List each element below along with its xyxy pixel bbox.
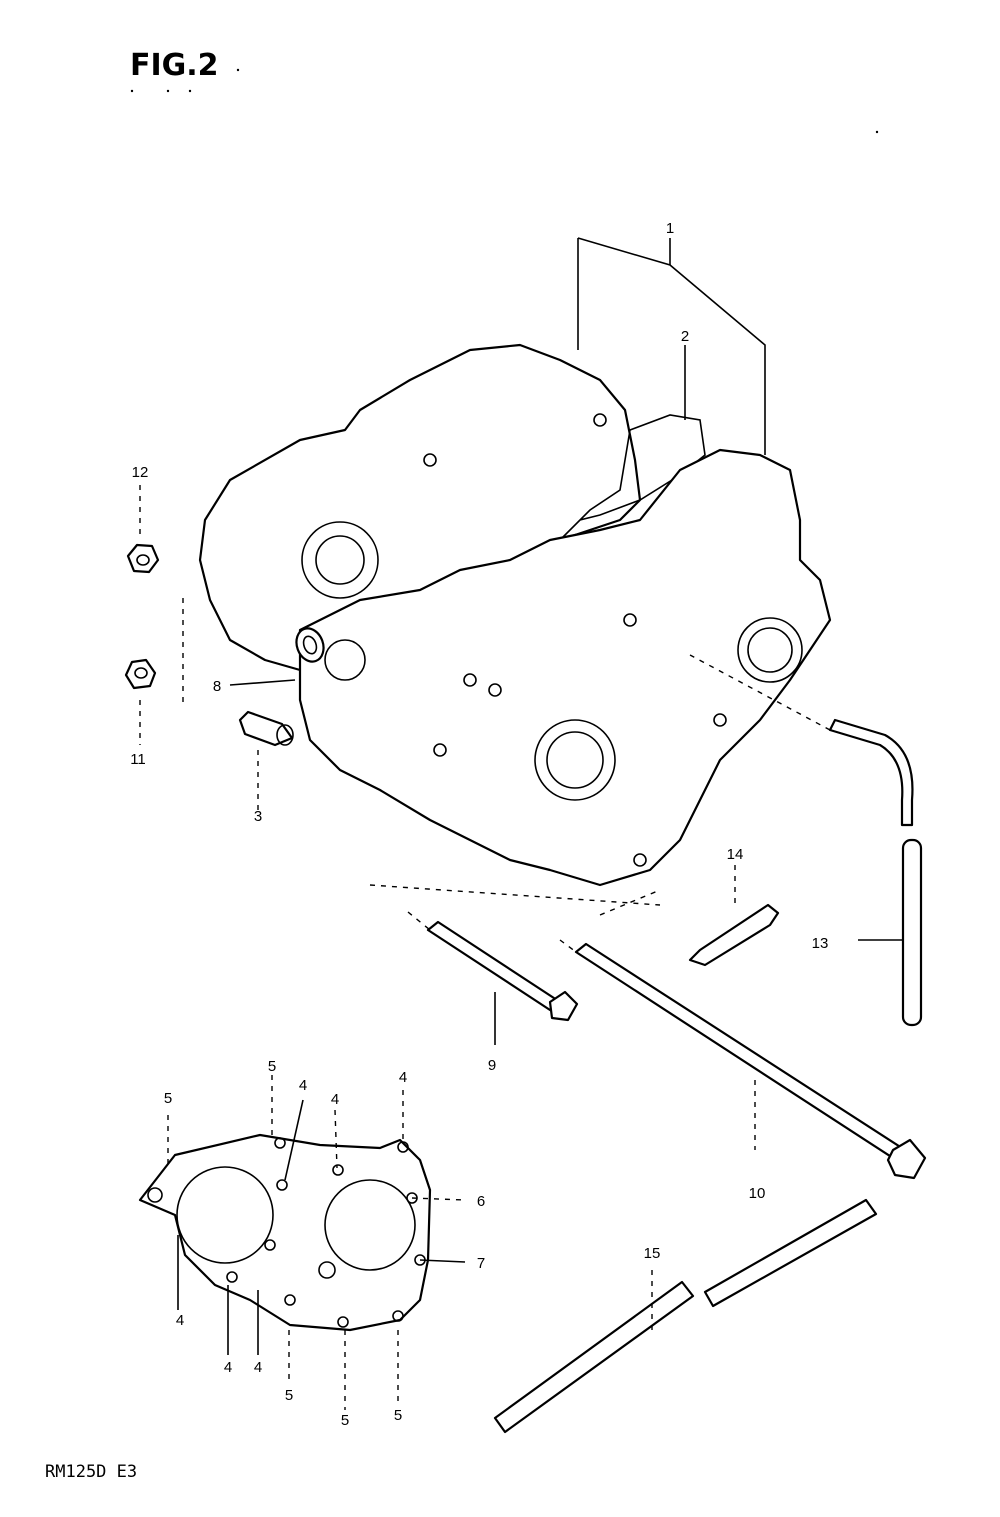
title-dots xyxy=(130,68,879,134)
nut-12 xyxy=(126,543,160,574)
cover-dome-left xyxy=(176,1166,274,1264)
callout-7: 7 xyxy=(477,1255,485,1272)
leader-lines xyxy=(139,237,903,1410)
dowel-pin xyxy=(688,903,780,967)
callout-4-bottom-b: 4 xyxy=(224,1359,232,1376)
callout-13: 13 xyxy=(812,935,829,952)
callout-10: 10 xyxy=(749,1185,766,1202)
bearing-boss-rear xyxy=(737,617,803,683)
callout-4-top-c: 4 xyxy=(399,1069,407,1086)
callout-3: 3 xyxy=(254,808,262,825)
callout-12: 12 xyxy=(132,464,149,481)
crankcase-assembly xyxy=(198,343,832,887)
callout-5-d: 5 xyxy=(341,1412,349,1429)
bush xyxy=(238,710,294,747)
callout-9: 9 xyxy=(488,1057,496,1074)
bolt-long xyxy=(574,942,927,1180)
callout-4-bottom-a: 4 xyxy=(176,1312,184,1329)
callout-6: 6 xyxy=(477,1193,485,1210)
cover-dome-right xyxy=(324,1179,416,1271)
pipe xyxy=(493,1198,878,1434)
oil-seal xyxy=(295,627,325,663)
callout-11: 11 xyxy=(130,751,146,768)
crankcase-right-half xyxy=(298,448,832,887)
figure-title: FIG.2 xyxy=(130,48,219,83)
callout-5-a: 5 xyxy=(164,1090,172,1107)
nut-11 xyxy=(124,658,157,690)
callout-5-e: 5 xyxy=(394,1407,402,1424)
callout-4-bottom-c: 4 xyxy=(254,1359,262,1376)
bolt-short xyxy=(426,920,579,1022)
callout-15: 15 xyxy=(644,1245,661,1262)
callout-8: 8 xyxy=(213,678,221,695)
model-code: RM125D E3 xyxy=(45,1462,138,1482)
bearing-boss-left xyxy=(301,521,379,599)
callout-4-top-a: 4 xyxy=(299,1077,307,1094)
callout-2: 2 xyxy=(681,328,689,345)
crankcase-left-half xyxy=(198,343,642,702)
callout-14: 14 xyxy=(727,846,744,863)
callout-5-c: 5 xyxy=(285,1387,293,1404)
callout-1: 1 xyxy=(666,220,674,237)
crankcase-gasket xyxy=(559,414,706,541)
callout-labels: 1 2 3 4 4 4 4 4 4 5 5 5 5 5 6 7 8 9 10 1… xyxy=(130,220,828,1429)
breather-hose xyxy=(828,718,923,1027)
callout-5-b: 5 xyxy=(268,1058,276,1075)
bearing-boss-main xyxy=(534,719,616,801)
crankcase-cover xyxy=(138,1133,432,1332)
callout-4-top-b: 4 xyxy=(331,1091,339,1108)
